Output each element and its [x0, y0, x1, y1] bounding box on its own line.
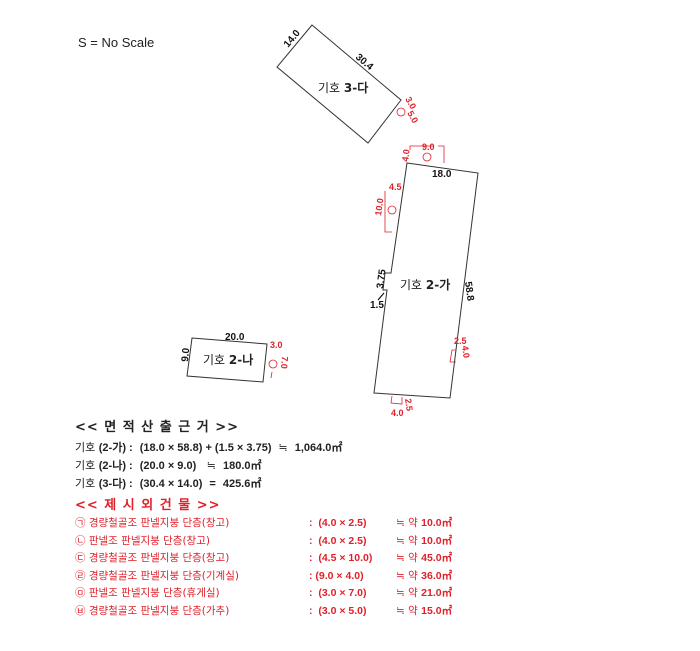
- row-result: 425.6㎡: [222, 478, 262, 490]
- building-name: ㉢ 경량철골조 판넬지붕 단층(창고): [75, 552, 230, 564]
- dimension-label: 58.8: [462, 281, 476, 302]
- annex-dimension: 10.0: [373, 198, 385, 217]
- building-area: ≒ 약 15.0㎡: [396, 604, 453, 617]
- annex-dimension: 9.0: [422, 142, 435, 152]
- row-op: ≒: [278, 441, 288, 454]
- dimension-label: 18.0: [432, 169, 452, 180]
- row-formula: (20.0 × 9.0): [139, 460, 197, 472]
- scale-note: S = No Scale: [78, 35, 155, 50]
- annex-outline: [390, 395, 403, 405]
- row-code: (2-나) :: [98, 460, 133, 472]
- annex-dimension: 3.0: [403, 95, 418, 111]
- annex-dimension: 4.5: [389, 182, 402, 192]
- building-area: ≒ 약 10.0㎡: [396, 534, 453, 547]
- parcel-2-na: 20.0 9.0 기호 2-나 3.0 7.0: [180, 332, 290, 383]
- dimension-label: 20.0: [225, 332, 245, 343]
- annex-marker: [268, 359, 278, 369]
- parcel-2-ga: 18.0 58.8 3.75 1.5 기호 2-가 9.0 4.0 4.5 10…: [370, 142, 479, 418]
- row-op: =: [209, 478, 216, 490]
- building-formula: : (4.5 × 10.0): [309, 552, 373, 564]
- parcel-label: 기호 2-나: [203, 352, 253, 367]
- extra-building-row: ㉡ 판넬조 판넬지붕 단층(창고) : (4.0 × 2.5) ≒ 약 10.0㎡: [75, 533, 452, 551]
- dimension-label: 1.5: [370, 300, 384, 311]
- annex-dimension: 4.0: [460, 345, 472, 359]
- building-area: ≒ 약 45.0㎡: [396, 552, 453, 564]
- building-formula: : (9.0 × 4.0): [309, 569, 364, 582]
- building-area: ≒ 약 36.0㎡: [396, 569, 453, 582]
- annex-outline: [384, 191, 392, 233]
- annex-marker: [387, 205, 397, 215]
- dimension-label: 3.75: [375, 268, 389, 289]
- row-prefix: 기호: [75, 459, 99, 472]
- annex-outline: [409, 145, 445, 163]
- building-formula: : (4.0 × 2.5): [309, 534, 367, 547]
- area-calculation: << 면 적 산 출 근 거 >> 기호 (2-가) : (18.0 × 58.…: [75, 416, 342, 493]
- row-formula: (30.4 × 14.0): [139, 478, 203, 490]
- row-op: ≒: [206, 459, 217, 472]
- dimension-label: 9.0: [180, 347, 192, 362]
- annex-outline: [449, 349, 456, 363]
- building-name: ㉠ 경량철골조 판넬지붕 단층(창고): [75, 517, 230, 529]
- annex-dimension: 5.0: [405, 109, 420, 125]
- annex-dimension: 2.5: [403, 398, 415, 412]
- building-formula: : (3.0 × 5.0): [309, 604, 367, 617]
- annex-dimension: 7.0: [279, 356, 290, 369]
- annex-dimension: 4.0: [400, 148, 412, 162]
- row-result: 180.0㎡: [223, 460, 262, 472]
- area-row: 기호 (3-다) : (30.4 × 14.0) = 425.6㎡: [75, 475, 342, 493]
- dimension-label: 30.4: [353, 52, 375, 73]
- building-area: ≒ 약 21.0㎡: [396, 587, 453, 599]
- annex-marker: [396, 107, 406, 117]
- annex-dimension: 4.0: [391, 408, 404, 418]
- building-name: ㉡ 판넬조 판넬지붕 단층(창고): [75, 534, 210, 547]
- building-area: ≒ 약 10.0㎡: [396, 517, 453, 529]
- building-formula: : (4.0 × 2.5): [309, 517, 367, 529]
- building-name: ㉤ 판넬조 판넬지붕 단층(휴게실): [75, 587, 220, 599]
- building-name: ㉣ 경량철골조 판넬지붕 단층(기계실): [75, 569, 239, 582]
- extra-buildings: << 제 시 외 건 물 >> ㉠ 경량철골조 판넬지붕 단층(창고) : (4.…: [75, 494, 452, 620]
- building-name: ㉥ 경량철골조 판넬지붕 단층(가추): [75, 604, 230, 617]
- extra-building-row: ㉢ 경량철골조 판넬지붕 단층(창고) : (4.5 × 10.0) ≒ 약 45.…: [75, 550, 452, 568]
- extra-buildings-title: << 제 시 외 건 물 >>: [75, 498, 221, 513]
- annex-outline: [270, 371, 273, 379]
- parcel-label: 기호 2-가: [400, 277, 450, 292]
- extra-building-row: ㉣ 경량철골조 판넬지붕 단층(기계실) : (9.0 × 4.0) ≒ 약 36.…: [75, 568, 452, 586]
- area-row: 기호 (2-가) : (18.0 × 58.8) + (1.5 × 3.75) …: [75, 439, 342, 457]
- annex-marker: [422, 152, 432, 162]
- area-calculation-title: << 면 적 산 출 근 거 >>: [75, 420, 240, 435]
- arrow-icon: [377, 292, 385, 301]
- row-code: (3-다) :: [98, 478, 133, 490]
- building-formula: : (3.0 × 7.0): [309, 587, 367, 599]
- parcel-outline: [373, 162, 479, 399]
- parcel-outline: [276, 24, 402, 144]
- annex-dimension: 2.5: [454, 336, 467, 346]
- row-code: (2-가) :: [98, 442, 133, 454]
- parcel-3-da: 14.0 30.4 기호 3-다 3.0 5.0: [276, 24, 420, 144]
- extra-building-row: ㉤ 판넬조 판넬지붕 단층(휴게실) : (3.0 × 7.0) ≒ 약 21.0㎡: [75, 585, 452, 603]
- parcel-label: 기호 3-다: [318, 80, 368, 95]
- annex-dimension: 3.0: [270, 340, 283, 350]
- parcel-outline: [186, 337, 268, 383]
- extra-building-row: ㉥ 경량철골조 판넬지붕 단층(가추) : (3.0 × 5.0) ≒ 약 15.0…: [75, 603, 452, 621]
- row-prefix: 기호: [75, 477, 99, 490]
- row-result: 1,064.0㎡: [294, 442, 343, 454]
- area-row: 기호 (2-나) : (20.0 × 9.0) ≒ 180.0㎡: [75, 457, 342, 475]
- row-formula: (18.0 × 58.8) + (1.5 × 3.75): [139, 442, 272, 454]
- row-prefix: 기호: [75, 441, 99, 454]
- extra-building-row: ㉠ 경량철골조 판넬지붕 단층(창고) : (4.0 × 2.5) ≒ 약 10.0…: [75, 515, 452, 533]
